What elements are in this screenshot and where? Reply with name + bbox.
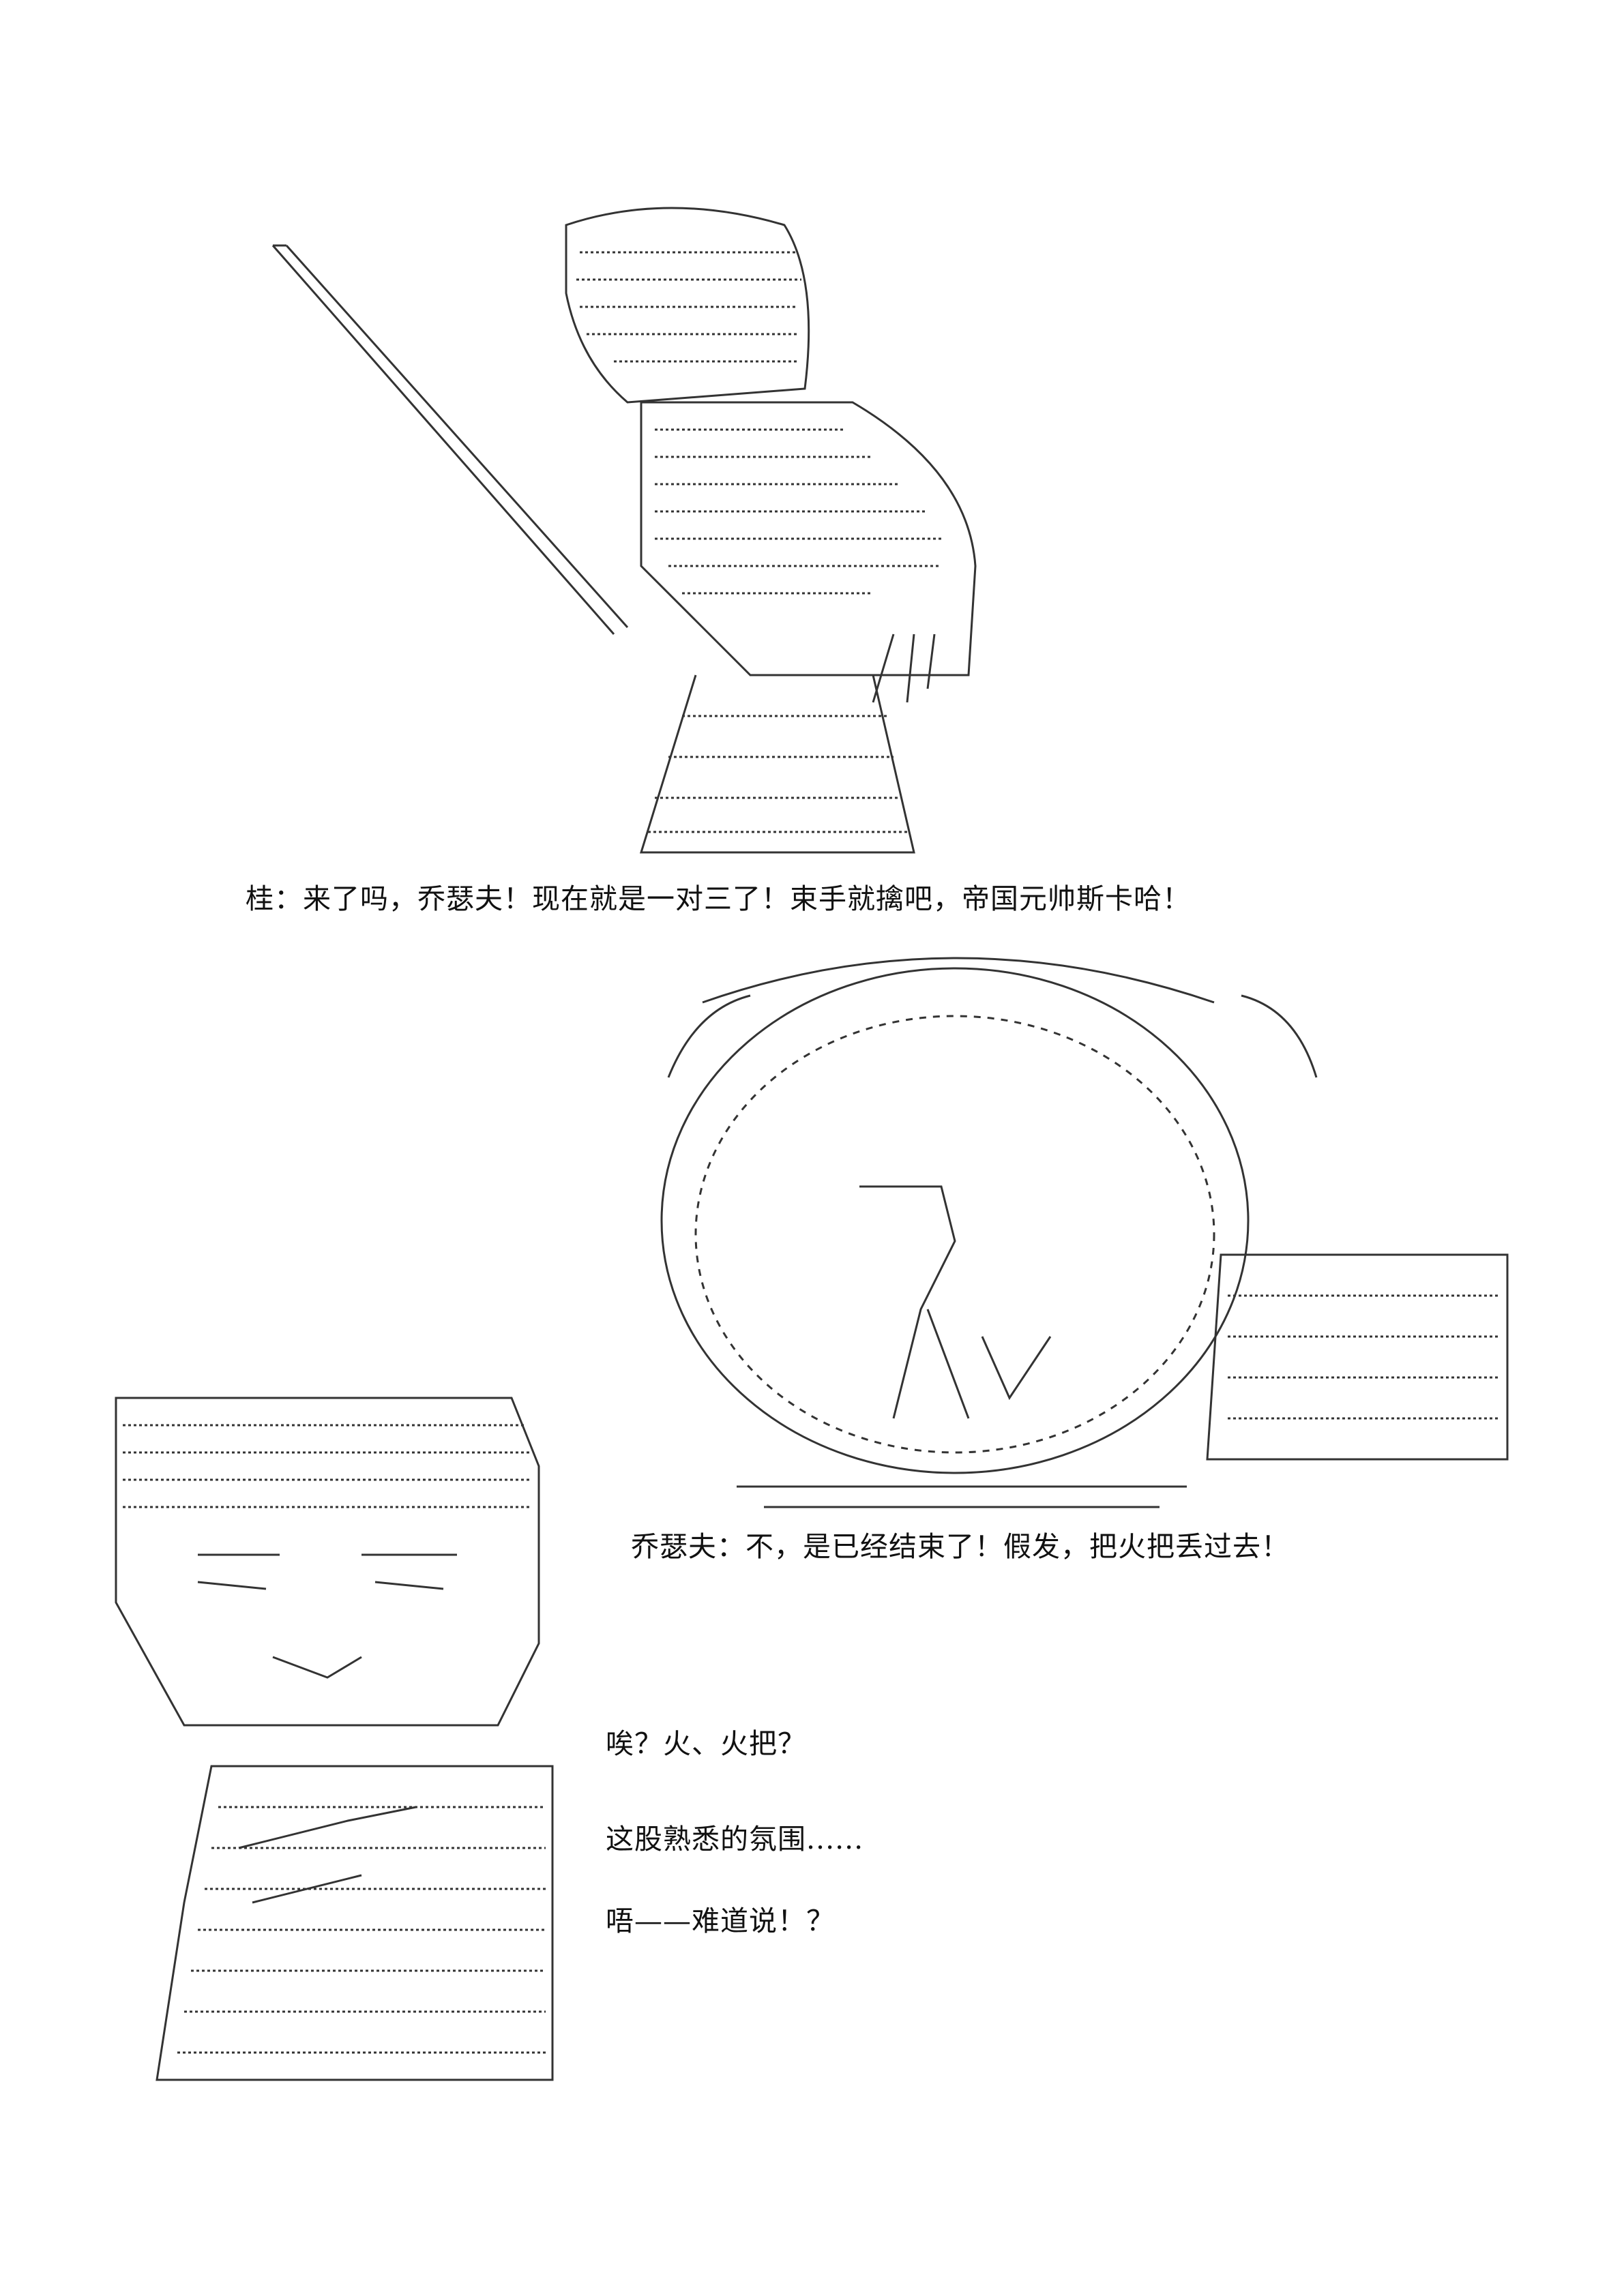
surprised-figure-ascii-art	[102, 1384, 566, 2093]
torch-ring-ascii-art	[600, 927, 1541, 1527]
dialogue-line-realization: 唔——难道说！？	[606, 1905, 835, 1937]
swordsman-art-drawing	[271, 207, 977, 854]
dialogue-line-joseph: 乔瑟夫：不，是已经结束了！假发，把火把丢过去！	[631, 1530, 1290, 1563]
dialogue-line-atmosphere: 这股熟悉的氛围......	[606, 1823, 864, 1855]
dialogue-line-katsura: 桂：来了吗，乔瑟夫！现在就是一对三了！束手就擒吧，帝国元帅斯卡哈！	[246, 882, 1191, 915]
dialogue-line-torch: 唉？火、火把？	[606, 1727, 806, 1760]
torch-ring-drawing	[660, 957, 1509, 1508]
swordsman-ascii-art	[259, 184, 1009, 866]
surprised-figure-drawing	[115, 1397, 554, 2081]
